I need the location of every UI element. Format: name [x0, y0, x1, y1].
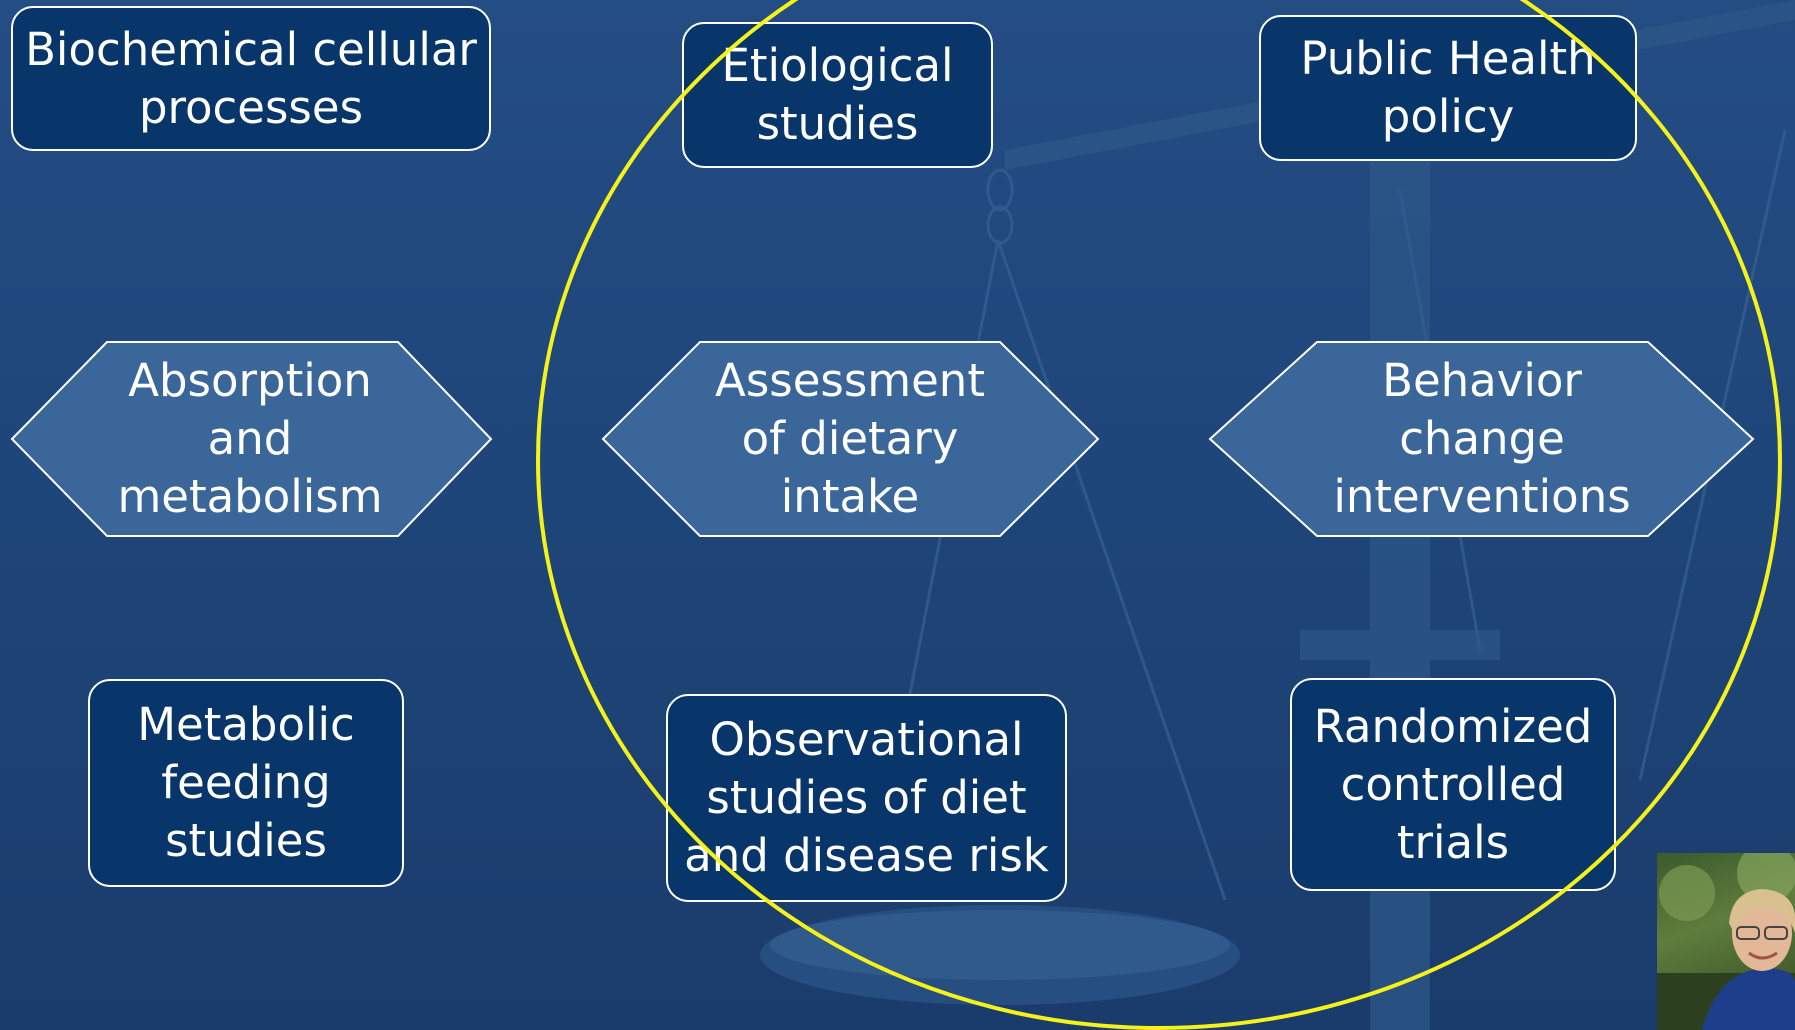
biochemical-label: Biochemical cellular processes — [25, 22, 477, 134]
metabolic-box: Metabolic feeding studies — [88, 679, 404, 887]
observational-box: Observational studies of diet and diseas… — [666, 694, 1067, 902]
assessment-label: Assessment of dietary intake — [715, 354, 985, 523]
absorption-hexagon — [10, 341, 493, 537]
behavior-label-wrap: Behavior change interventions — [1317, 342, 1647, 536]
public-health-box: Public Health policy — [1259, 15, 1637, 161]
speaker-webcam — [1657, 853, 1795, 1030]
speaker-avatar — [1657, 853, 1795, 1030]
absorption-label: Absorption and metabolism — [117, 354, 383, 523]
absorption-label-wrap: Absorption and metabolism — [100, 342, 400, 536]
rct-label: Randomized controlled trials — [1313, 699, 1593, 869]
etiological-label: Etiological studies — [721, 39, 954, 150]
observational-label: Observational studies of diet and diseas… — [684, 713, 1049, 882]
public-health-label: Public Health policy — [1300, 32, 1596, 143]
behavior-label: Behavior change interventions — [1333, 354, 1631, 523]
metabolic-label: Metabolic feeding studies — [137, 698, 355, 867]
etiological-box: Etiological studies — [682, 22, 993, 168]
rct-box: Randomized controlled trials — [1290, 678, 1616, 891]
assessment-label-wrap: Assessment of dietary intake — [700, 342, 1000, 536]
biochemical-box: Biochemical cellular processes — [11, 6, 491, 151]
